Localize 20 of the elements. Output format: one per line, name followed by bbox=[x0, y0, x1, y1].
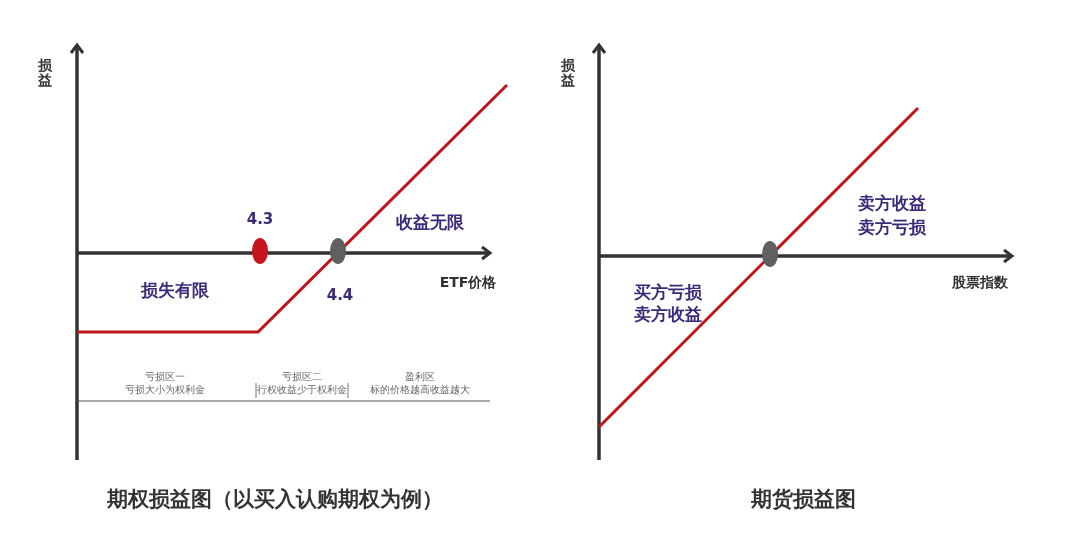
axis-label: ETF价格 bbox=[439, 275, 497, 291]
zone-heading: 盈利区 bbox=[405, 370, 435, 382]
axis-label: 股票指数 bbox=[952, 275, 1008, 291]
region-label: 收益无限 bbox=[396, 212, 464, 232]
axis-label: 损益 bbox=[561, 58, 575, 88]
zone-heading: 亏损区一 bbox=[145, 370, 185, 382]
zone-heading: 亏损区二 bbox=[282, 370, 322, 382]
zone-note: 亏损大小为权利金 bbox=[125, 383, 205, 395]
chart-caption: 期权损益图（以买入认购期权为例） bbox=[107, 488, 443, 512]
axis-label: 损益 bbox=[38, 58, 52, 88]
zone-note: 行权收益少于权利金 bbox=[257, 383, 347, 395]
region-label: 损失有限 bbox=[141, 280, 209, 300]
region-label: 卖方收益 bbox=[858, 193, 926, 213]
region-label: 卖方亏损 bbox=[858, 217, 926, 237]
region-label: 买方亏损 bbox=[634, 282, 702, 302]
zone-note: 标的价格越高收益越大 bbox=[370, 383, 470, 395]
chart-caption: 期货损益图 bbox=[750, 488, 856, 512]
value-label: 4.4 bbox=[326, 286, 354, 304]
region-label: 卖方收益 bbox=[634, 304, 702, 324]
value-label: 4.3 bbox=[246, 210, 274, 228]
